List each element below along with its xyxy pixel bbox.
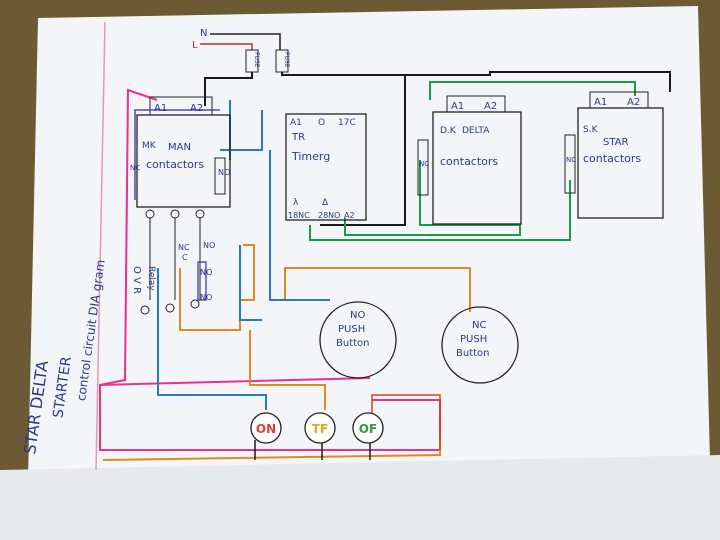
delta-contactor-body — [432, 111, 522, 225]
main-tag: MK — [142, 141, 157, 151]
timer-18nc-label: 18NC — [288, 211, 310, 220]
blue-wire-relay — [239, 245, 262, 321]
lamp-tf-outline — [304, 412, 336, 444]
delta-a2-label: A2 — [484, 101, 497, 112]
delta-aux-contact — [417, 139, 429, 196]
fuse-2-label: FUSE — [283, 52, 290, 68]
lamp-on: ON — [250, 412, 282, 444]
green-wire-star — [309, 180, 571, 241]
timer-name: Timerg — [291, 150, 330, 163]
margin-line — [95, 21, 106, 471]
timer-lambda-label: λ — [293, 198, 299, 208]
delta-tag: D.K — [440, 126, 457, 136]
main-aux-contact — [214, 157, 226, 195]
star-name: STAR — [603, 137, 629, 148]
black-wire-main — [204, 72, 253, 106]
star-a2-label: A2 — [627, 97, 640, 108]
lamp-leads — [254, 440, 371, 460]
star-a1-label: A1 — [594, 97, 607, 108]
star-nc-label: NC — [566, 156, 576, 164]
ovr-terminal-3 — [190, 299, 200, 309]
main-name2: contactors — [146, 158, 204, 171]
ovr-text2: Relay — [146, 266, 156, 291]
timer-body — [285, 113, 367, 221]
ovr-no1-label: NO — [203, 241, 215, 250]
lamp-on-outline — [250, 412, 282, 444]
nc-push-line2: PUSH — [460, 334, 487, 345]
orange-wire-nc — [284, 267, 471, 312]
no-push-line1: NO — [350, 310, 365, 321]
blue-wire-on — [157, 268, 267, 410]
lamp-of-outline — [352, 412, 384, 444]
no-push-line2: PUSH — [338, 324, 365, 335]
main-contactor: A1 A2 MK MAN contactors NC NO — [130, 96, 231, 219]
green-wire-top — [429, 81, 636, 100]
pink-wire-mid — [99, 377, 371, 386]
main-a1-label: A1 — [154, 103, 167, 114]
paper-sheet — [28, 6, 710, 480]
delta-name2: contactors — [440, 155, 498, 168]
neutral-label: N — [200, 28, 207, 39]
main-name: MAN — [168, 142, 191, 153]
neutral-wire — [210, 33, 281, 50]
line-wire — [200, 43, 253, 50]
star-aux-contact — [564, 134, 576, 194]
no-push-button-outline — [319, 301, 397, 379]
lamp-tf: TF — [304, 412, 336, 444]
fuse-1-label: FUSE — [253, 52, 260, 68]
timer-relay: A1 O 17C TR Timerg λ Δ 18NC 28NO A2 — [285, 113, 367, 221]
red-wire-of — [371, 394, 441, 450]
ovr-terminal-2 — [165, 303, 175, 313]
main-no-label: NO — [218, 168, 230, 177]
nc-push-button: NC PUSH Button — [441, 306, 519, 384]
ovr-contact-block — [197, 261, 207, 301]
main-a2-label: A2 — [190, 103, 203, 114]
star-tag: S.K — [583, 125, 599, 135]
ovr-nc-label: NC — [178, 243, 190, 252]
nc-push-line1: NC — [472, 320, 486, 331]
timer-o-label: O — [318, 118, 325, 128]
star-contactor-body — [577, 107, 664, 219]
next-page — [0, 455, 720, 540]
lamp-tf-label: TF — [312, 422, 328, 436]
lamp-on-label: ON — [256, 422, 276, 436]
timer-delta-label: Δ — [322, 198, 329, 208]
ovr-text: O V R — [131, 266, 142, 294]
ovr-relay: O V R Relay NC C NO NO NO — [131, 218, 215, 315]
ovr-terminal-1 — [140, 305, 150, 315]
main-contactor-body — [136, 114, 231, 208]
delta-name: DELTA — [462, 126, 490, 136]
black-wire-top — [405, 71, 671, 92]
star-name2: contactors — [583, 152, 641, 165]
nc-push-line3: Button — [456, 348, 490, 359]
lamp-of: OF — [352, 412, 384, 444]
green-wire-delta — [344, 160, 521, 236]
timer-tag: TR — [291, 132, 305, 143]
main-indigo-wire — [134, 109, 220, 200]
delta-nc-label: NC — [419, 160, 429, 168]
no-push-line3: Button — [336, 338, 370, 349]
no-push-button: NO PUSH Button — [319, 301, 397, 379]
lamp-of-label: OF — [359, 422, 377, 436]
star-contactor: A1 A2 S.K STAR contactors NC — [564, 91, 664, 219]
line-label: L — [192, 40, 198, 51]
blue-wire-nopb — [269, 150, 330, 301]
timer-28no-label: 28NO — [318, 211, 340, 220]
blue-wire-timer — [220, 110, 263, 151]
nc-push-button-outline — [441, 306, 519, 384]
timer-a1-label: A1 — [290, 118, 302, 128]
orange-wire-tf — [249, 330, 326, 410]
delta-contactor: A1 A2 D.K DELTA contactors NC — [417, 95, 522, 225]
delta-a1-label: A1 — [451, 101, 464, 112]
timer-17c-label: 17C — [338, 118, 356, 128]
timer-a2-label: A2 — [344, 211, 355, 220]
ovr-c-label: C — [182, 253, 188, 262]
